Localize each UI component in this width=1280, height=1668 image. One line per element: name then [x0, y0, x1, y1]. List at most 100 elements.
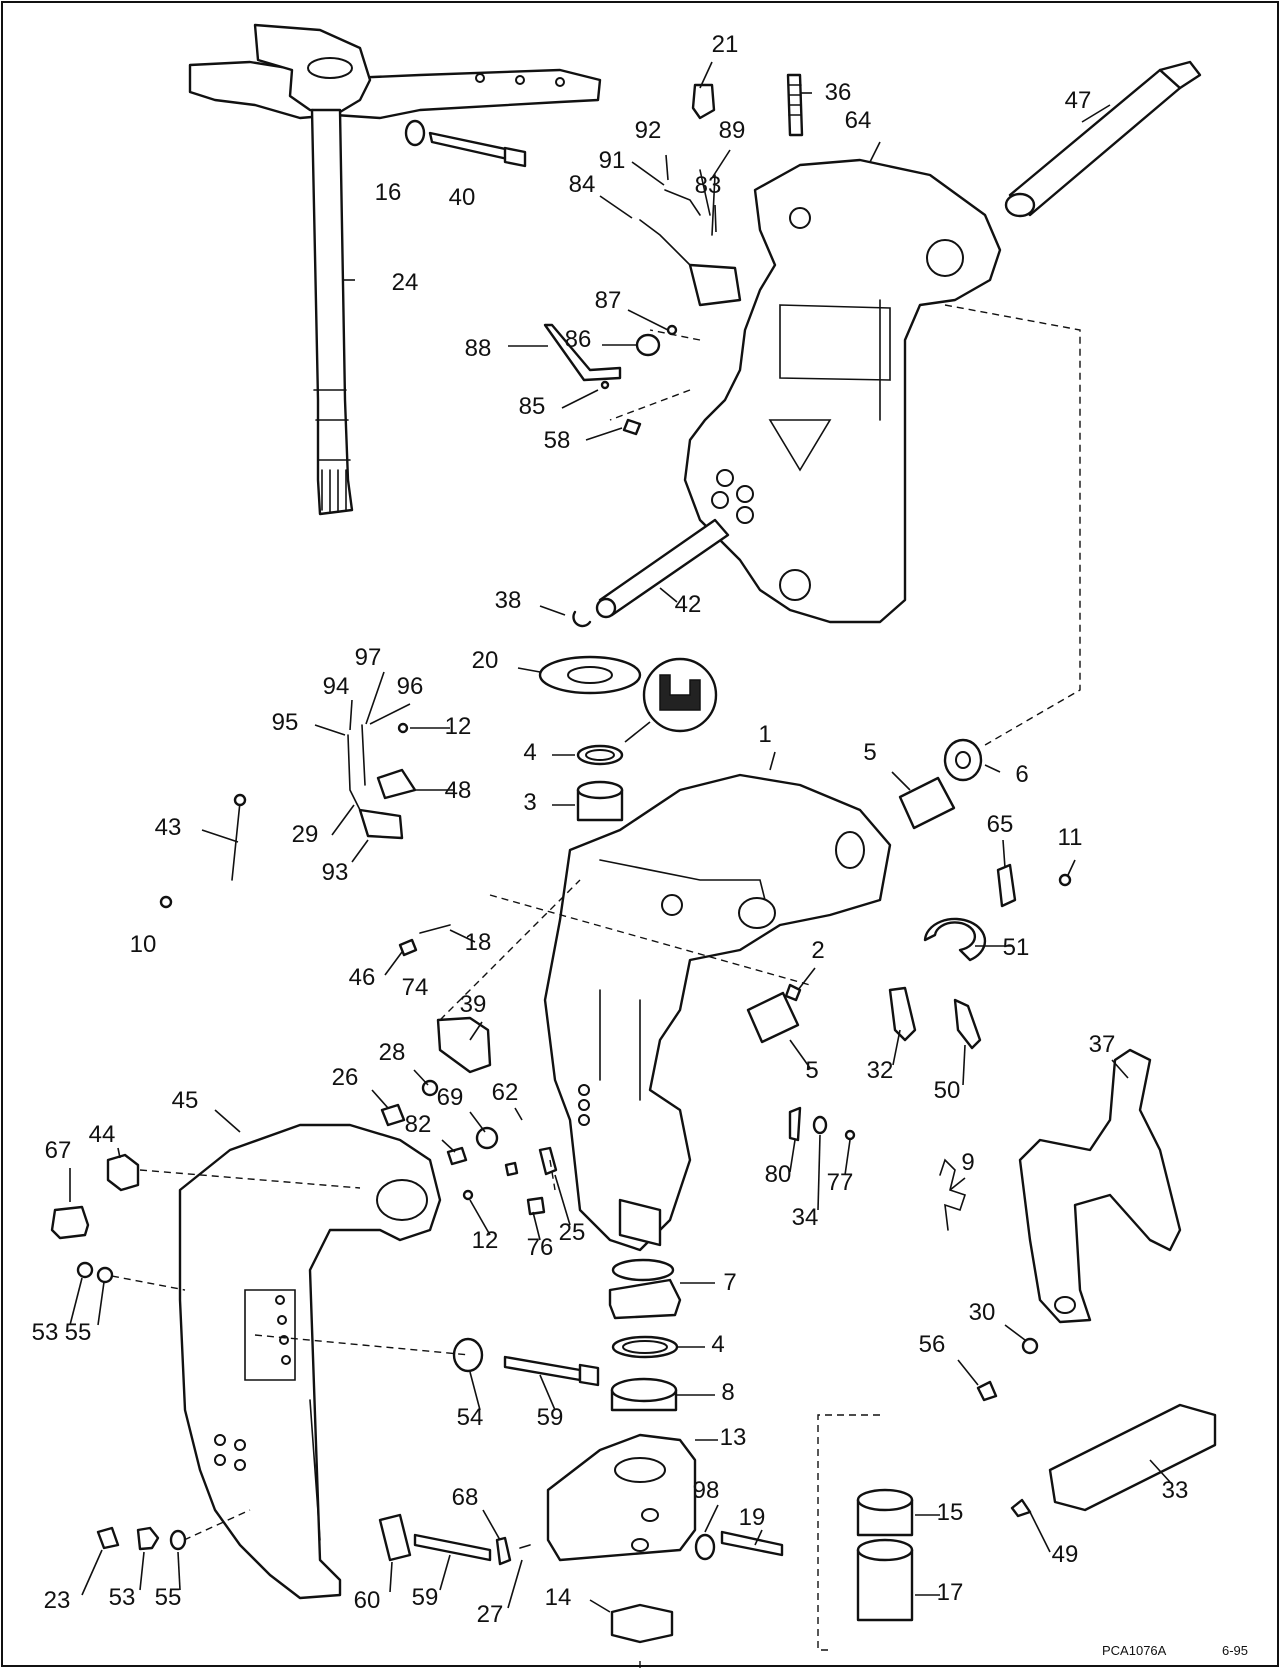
- part-number-callout: 59: [537, 1404, 564, 1431]
- leader-line: [585, 427, 623, 441]
- part-number-callout: 36: [825, 79, 852, 106]
- part-number-callout: 17: [937, 1579, 964, 1606]
- leader-line: [1081, 104, 1111, 123]
- swivel-bracket-part: [683, 158, 1002, 624]
- trim-detent-parts: [398, 924, 492, 1074]
- leader-line: [665, 154, 669, 181]
- screw-49-part: [1010, 1498, 1032, 1518]
- part-number-callout: 53: [109, 1584, 136, 1611]
- leader-line: [532, 1211, 541, 1241]
- part-number-callout: 23: [44, 1587, 71, 1614]
- part-number-callout: 38: [495, 587, 522, 614]
- part-number-callout: 18: [465, 929, 492, 956]
- leader-line: [789, 1039, 811, 1069]
- steering-shaft-part: [188, 23, 602, 516]
- part-number-callout: 51: [1003, 934, 1030, 961]
- leader-line: [539, 1374, 556, 1411]
- leader-line: [789, 1139, 796, 1173]
- part-number-callout: 26: [332, 1064, 359, 1091]
- lower-bushing-parts: [608, 1258, 682, 1412]
- leader-line: [439, 1554, 451, 1591]
- leader-line: [711, 149, 731, 179]
- part-number-callout: 19: [739, 1504, 766, 1531]
- leader-line: [507, 1559, 523, 1609]
- leader-line: [389, 1561, 393, 1593]
- assembly-lines: [111, 304, 1081, 1668]
- leader-line: [869, 141, 881, 163]
- leader-line: [469, 1021, 483, 1041]
- nut-14-part: [610, 1603, 674, 1644]
- part-number-callout: 12: [472, 1227, 499, 1254]
- leader-line: [1002, 839, 1006, 869]
- part-number-callout: 33: [1162, 1477, 1189, 1504]
- stern-bracket-part: [178, 1123, 442, 1600]
- part-number-callout: 10: [130, 931, 157, 958]
- part-number-callout: 2: [811, 937, 824, 964]
- part-number-callout: 55: [155, 1584, 182, 1611]
- lock-screw-nut-parts: [976, 1337, 1039, 1402]
- trim-sender-small-parts: [691, 73, 804, 137]
- part-number-callout: 27: [477, 1601, 504, 1628]
- part-number-callout: 45: [172, 1087, 199, 1114]
- leader-line: [957, 1359, 979, 1386]
- leader-line: [441, 1139, 456, 1153]
- part-number-callout: 32: [867, 1057, 894, 1084]
- part-number-callout: 50: [934, 1077, 961, 1104]
- part-number-callout: 48: [445, 777, 472, 804]
- leader-line: [69, 1277, 83, 1326]
- part-number-callout: 62: [492, 1079, 519, 1106]
- plate-bolt-lower-parts: [378, 1513, 531, 1566]
- drawing-code: PCA1076A: [1102, 1643, 1167, 1658]
- part-number-callout: 86: [565, 326, 592, 353]
- part-number-callout: 7: [723, 1269, 736, 1296]
- part-number-callout: 44: [89, 1121, 116, 1148]
- sleeve-washer-parts: [746, 738, 983, 1044]
- washer-bolt-19-parts: [694, 1530, 784, 1561]
- part-number-callout: 5: [863, 739, 876, 766]
- leader-line: [699, 61, 713, 89]
- leader-line: [554, 1174, 571, 1226]
- part-number-callout: 14: [545, 1584, 572, 1611]
- leader-line: [371, 1089, 389, 1109]
- leader-line: [449, 929, 476, 943]
- part-number-callout: 46: [349, 964, 376, 991]
- clip-parts: [888, 863, 1072, 1050]
- seal-callout: [624, 657, 718, 743]
- part-number-callout: 97: [355, 644, 382, 671]
- part-number-callout: 3: [523, 789, 536, 816]
- leader-line: [599, 195, 633, 219]
- leader-line: [561, 389, 599, 409]
- part-number-callout: 9: [961, 1149, 974, 1176]
- leader-line: [349, 699, 353, 731]
- part-number-callout: 89: [719, 117, 746, 144]
- part-number-callout: 68: [452, 1484, 479, 1511]
- part-number-callout: 42: [675, 591, 702, 618]
- part-number-callout: 55: [65, 1319, 92, 1346]
- leader-line: [891, 771, 911, 791]
- bracket-small-parts: [543, 323, 678, 436]
- part-number-callout: 12: [445, 713, 472, 740]
- leader-line: [177, 1551, 181, 1591]
- steering-housing-part: [546, 1433, 697, 1562]
- tilt-lock-arm-part: [1018, 1048, 1182, 1324]
- trim-switch-wires: [639, 169, 742, 307]
- part-number-callout: 59: [412, 1584, 439, 1611]
- screw-part: [784, 983, 802, 1002]
- part-number-callout: 84: [569, 171, 596, 198]
- leader-line: [589, 1599, 611, 1613]
- washer-bolt-parts: [404, 119, 527, 168]
- part-number-callout: 25: [559, 1219, 586, 1246]
- leader-line: [351, 839, 369, 863]
- part-number-callout: 39: [460, 991, 487, 1018]
- part-number-callout: 15: [937, 1499, 964, 1526]
- part-number-callout: 30: [969, 1299, 996, 1326]
- leader-line: [1149, 1459, 1171, 1483]
- leader-line: [469, 1111, 486, 1133]
- part-number-callout: 93: [322, 859, 349, 886]
- bar-part: [1048, 1403, 1217, 1512]
- swivel-bracket-main-part: [543, 773, 892, 1252]
- leader-line: [517, 667, 541, 673]
- leader-line: [627, 309, 669, 331]
